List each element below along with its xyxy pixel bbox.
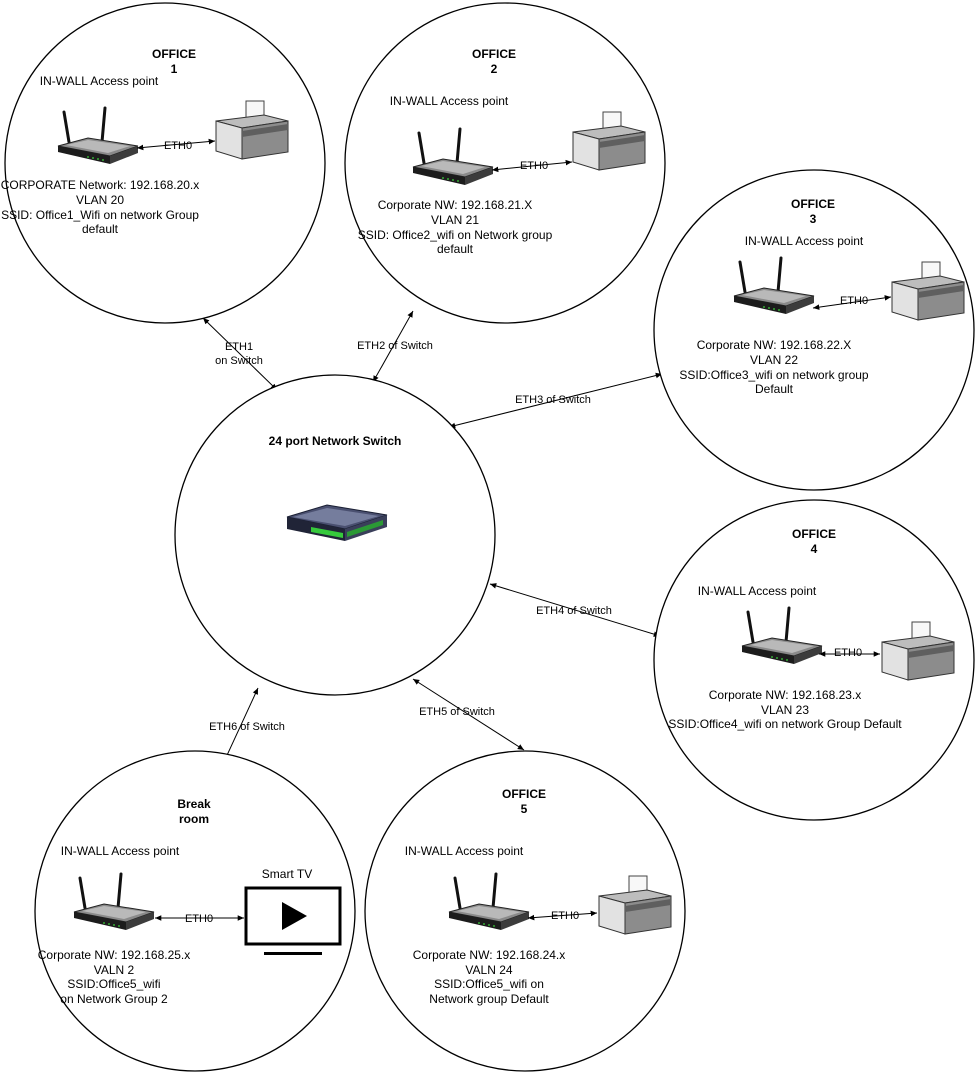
office-4-title: OFFICE [792,527,836,541]
office-1-ap-label: IN-WALL Access point [40,74,159,88]
office-5-ssid: SSID:Office5_wifi on [434,977,544,991]
office-3-vlan: VLAN 22 [750,353,798,367]
office-3-circle [653,169,975,491]
office-3-title: OFFICE [791,197,835,211]
break-room-group: on Network Group 2 [60,992,168,1006]
office-2: OFFICE 2 IN-WALL Access point ETH0 Corpo… [344,2,666,324]
office-1-eth0-link [136,138,216,151]
office-5-title-number: 5 [521,802,528,816]
office-5-network: Corporate NW: 192.168.24.x [413,948,566,962]
office-3-title-number: 3 [810,212,817,226]
link-eth3 [448,372,663,429]
link-eth2 [372,310,414,383]
break-room-circle [34,750,356,1072]
break-room-title: Break [177,797,211,811]
office-2-ap-label: IN-WALL Access point [390,94,509,108]
office-4-network: Corporate NW: 192.168.23.x [709,688,862,702]
break-room-ap-label: IN-WALL Access point [61,844,180,858]
office-4-vlan: VLAN 23 [761,703,809,717]
office-1-title-number: 1 [171,62,178,76]
office-2-eth0-link [491,159,573,173]
office-4-ap-label: IN-WALL Access point [698,584,817,598]
smart-tv-label: Smart TV [262,867,312,881]
link-eth4 [489,583,661,637]
office-5-group: Network group Default [429,992,549,1006]
office-2-eth0-label: ETH0 [520,160,548,172]
office-1-eth0-label: ETH0 [164,140,192,152]
office-1-group: default [82,222,119,236]
network-switch: 24 port Network Switch [174,374,496,696]
link-eth6-label: ETH6 of Switch [209,721,285,733]
link-eth3-label: ETH3 of Switch [515,394,591,406]
office-5-eth0-link [527,910,598,921]
office-4-title-number: 4 [811,542,818,556]
office-2-title-number: 2 [491,62,498,76]
office-2-title: OFFICE [472,47,516,61]
office-4: OFFICE 4 IN-WALL Access point ETH0 Corpo… [653,499,975,821]
office-5-vlan: VALN 24 [465,963,512,977]
office-3-network: Corporate NW: 192.168.22.X [697,338,852,352]
link-eth5-label: ETH5 of Switch [419,706,495,718]
office-3-group: Default [755,382,794,396]
office-3-eth0-label: ETH0 [840,295,868,307]
office-3: OFFICE 3 IN-WALL Access point ETH0 Corpo… [653,169,975,491]
office-2-ssid: SSID: Office2_wifi on Network group [358,228,553,242]
office-5: OFFICE 5 IN-WALL Access point ETH0 Corpo… [364,750,686,1072]
smart-tv-icon [244,886,342,957]
office-3-ssid: SSID:Office3_wifi on network group [679,368,869,382]
link-eth5 [412,678,525,751]
office-4-eth0-label: ETH0 [834,647,862,659]
link-eth1-label: ETH1 [225,341,253,353]
break-room-title-line2: room [179,812,209,826]
office-2-group: default [437,242,474,256]
office-3-eth0-link [812,295,892,310]
office-1-vlan: VLAN 20 [76,193,124,207]
office-4-circle [653,499,975,821]
break-room-network: Corporate NW: 192.168.25.x [38,948,191,962]
office-5-title: OFFICE [502,787,546,801]
office-5-eth0-label: ETH0 [551,910,579,922]
link-eth4-label: ETH4 of Switch [536,605,612,617]
office-4-ssid: SSID:Office4_wifi on network Group Defau… [668,717,902,731]
office-1-title: OFFICE [152,47,196,61]
connection-links [202,310,663,778]
break-room: Break room IN-WALL Access point ETH0 Sma… [34,750,356,1072]
office-5-ap-label: IN-WALL Access point [405,844,524,858]
link-eth1 [202,317,278,391]
switch-title: 24 port Network Switch [269,434,402,448]
link-labels: ETH1 on Switch ETH2 of Switch ETH3 of Sw… [209,340,612,733]
break-room-vlan: VALN 2 [94,963,135,977]
office-1-ssid: SSID: Office1_Wifi on network Group [1,208,199,222]
office-2-vlan: VLAN 21 [431,213,479,227]
break-room-ssid: SSID:Office5_wifi [67,977,160,991]
office-1-network: CORPORATE Network: 192.168.20.x [1,178,200,192]
office-2-network: Corporate NW: 192.168.21.X [378,198,533,212]
office-1: OFFICE 1 IN-WALL Access point ETH0 CORPO… [1,2,326,324]
office-1-circle [4,2,326,324]
office-3-ap-label: IN-WALL Access point [745,234,864,248]
link-eth2-label: ETH2 of Switch [357,340,433,352]
break-room-eth0-label: ETH0 [185,913,213,925]
link-eth1-label-line2: on Switch [215,355,263,367]
